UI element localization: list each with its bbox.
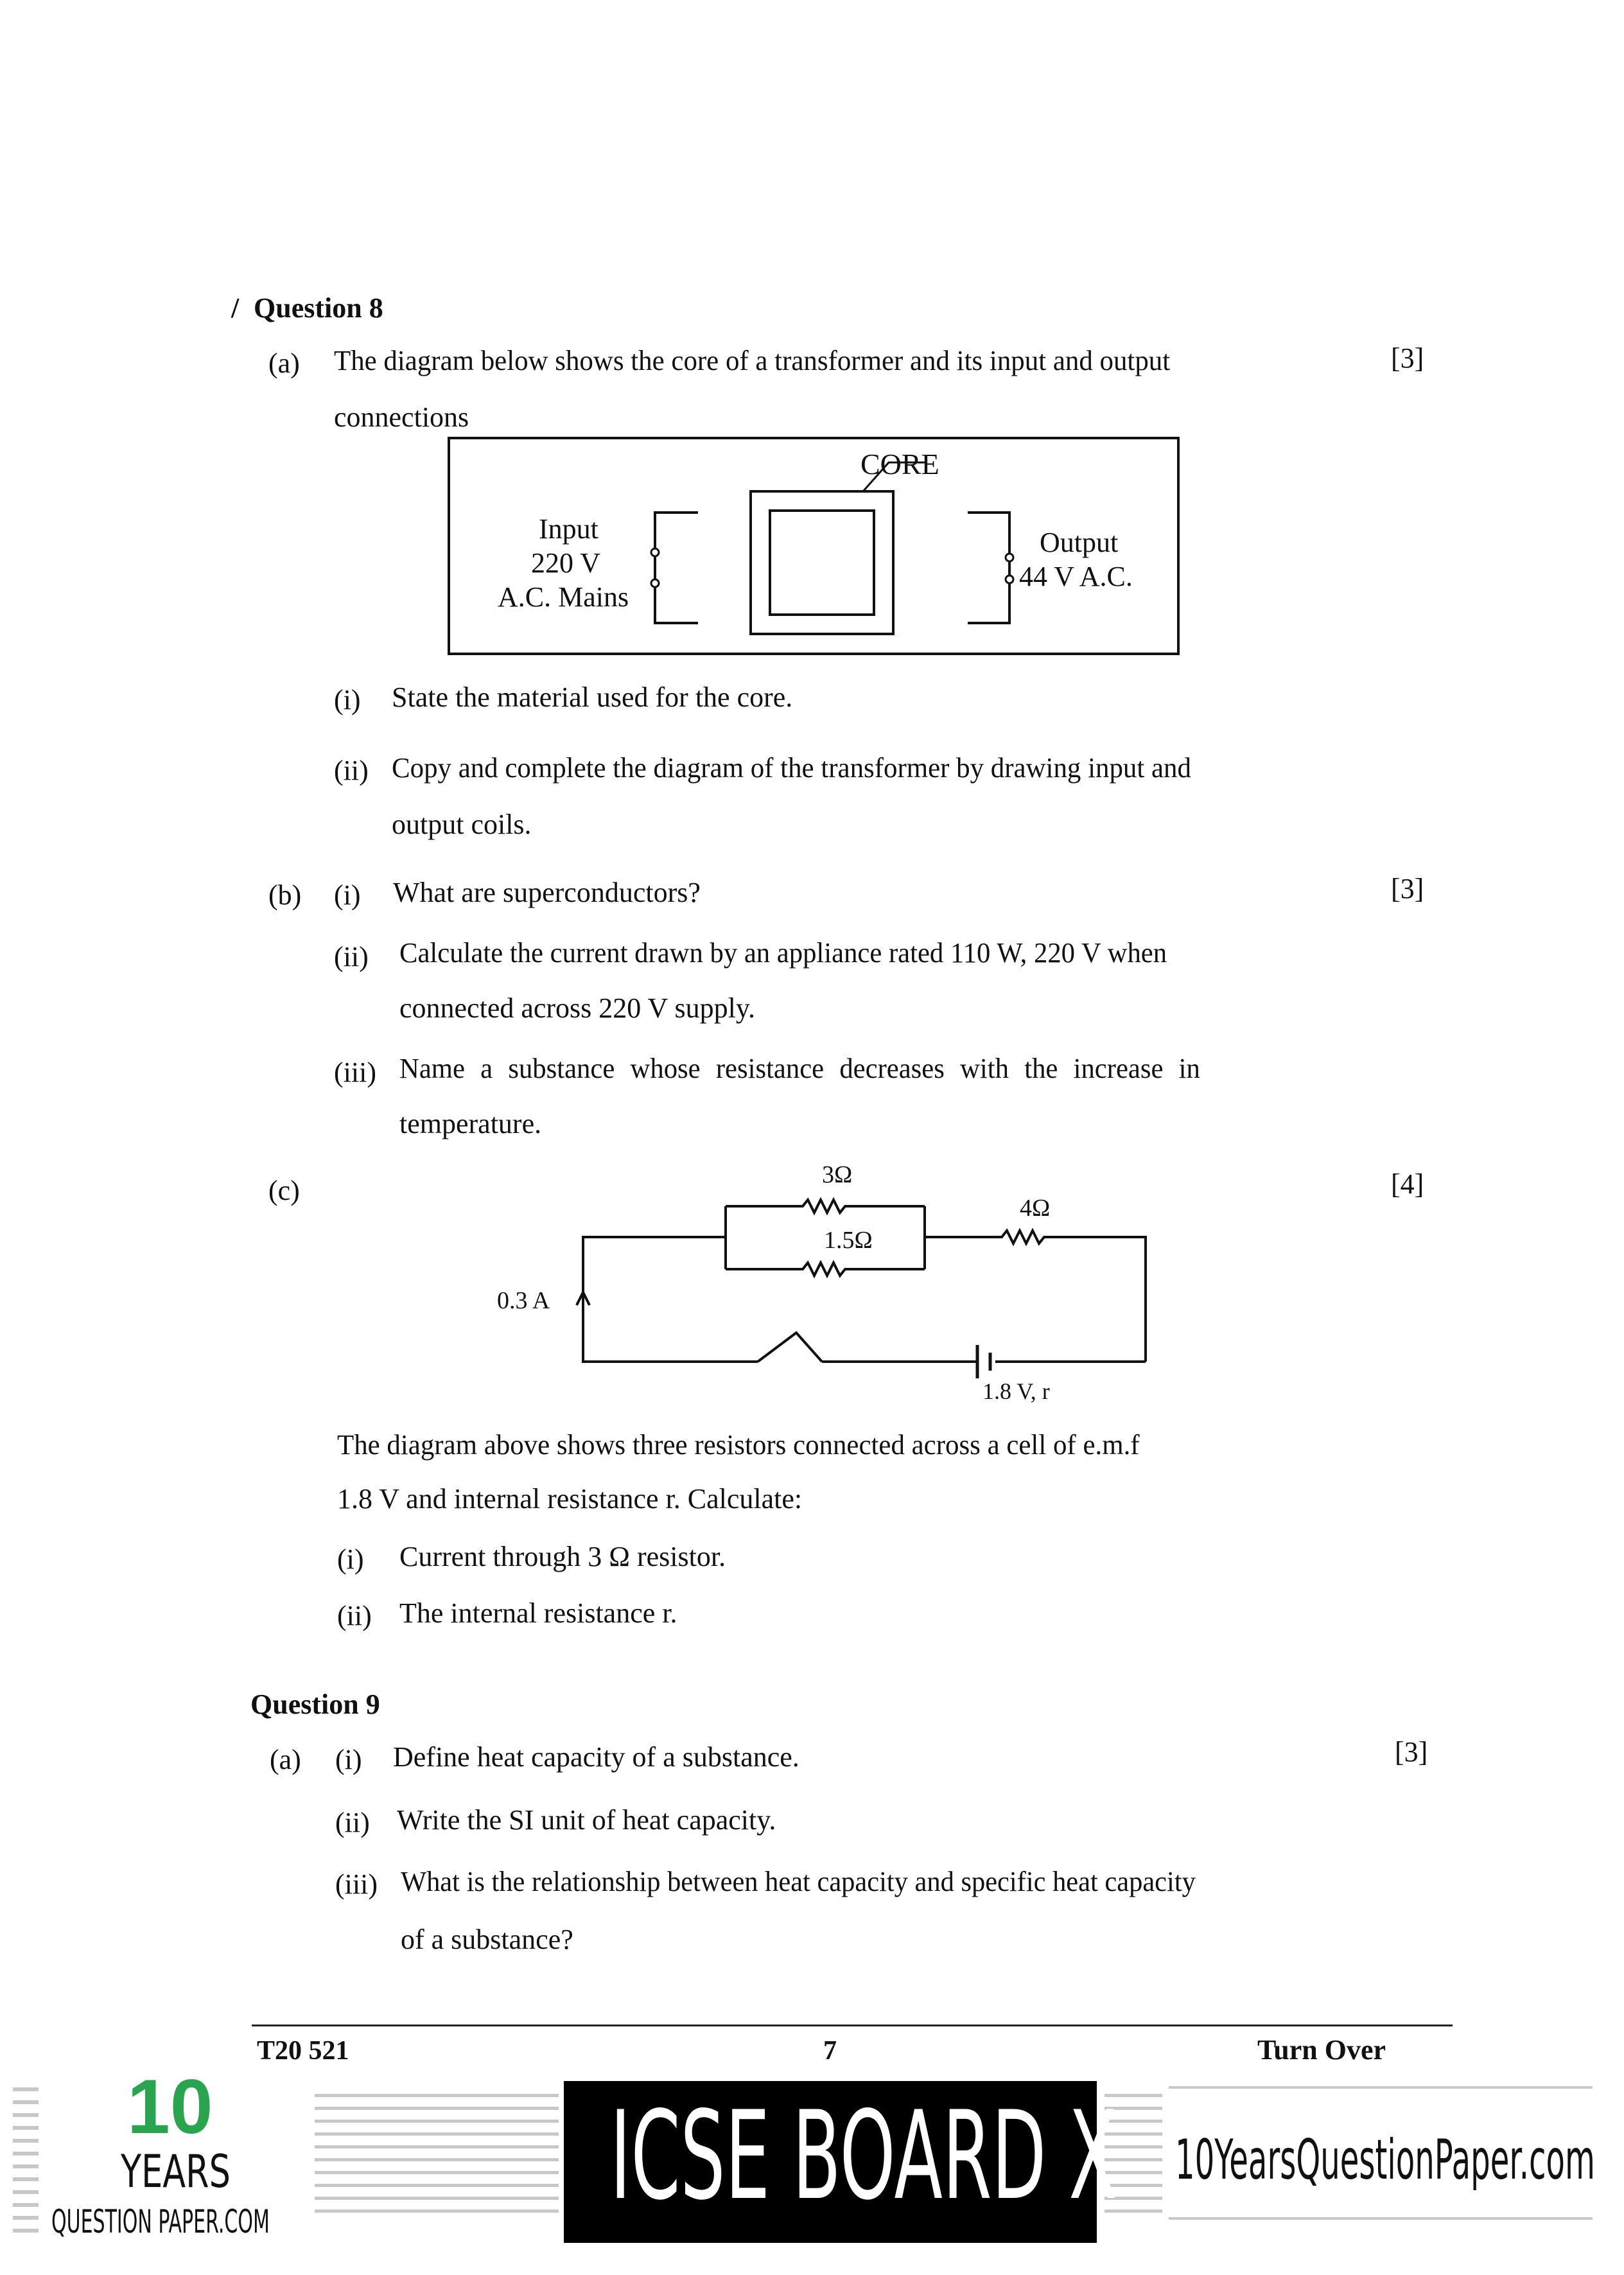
q9a-i-label: (i) <box>335 1744 362 1775</box>
turn-over: Turn Over <box>1257 2034 1386 2066</box>
q8b-i-text: What are superconductors? <box>393 877 701 908</box>
q8a-marks: [3] <box>1391 342 1424 374</box>
board-title: ICSE BOARD X <box>610 2085 1117 2227</box>
transformer-diagram: CORE Input 220 V A.C. Mains Output 44 V … <box>448 437 1180 655</box>
q8b-ii-label: (ii) <box>334 941 369 972</box>
q8a-text-line2: connections <box>334 401 469 433</box>
input-label: Input <box>539 513 598 545</box>
input-mains-label: A.C. Mains <box>498 581 629 613</box>
q8b-ii-line2: connected across 220 V supply. <box>399 992 755 1024</box>
q8c-text-line2: 1.8 V and internal resistance r. Calcula… <box>337 1483 803 1515</box>
q9a-iii-label: (iii) <box>335 1868 378 1900</box>
q8a-label: (a) <box>268 347 300 379</box>
q8a-i-label: (i) <box>334 684 361 716</box>
q8b-iii-line1: Name a substance whose resistance decrea… <box>399 1053 1200 1084</box>
board-banner: ICSE BOARD X <box>564 2081 1117 2243</box>
q8a-ii-line1: Copy and complete the diagram of the tra… <box>392 752 1191 784</box>
q8c-ii-text: The internal resistance r. <box>399 1597 677 1629</box>
circuit-drawing <box>575 1197 1147 1378</box>
q9a-i-text: Define heat capacity of a substance. <box>393 1741 799 1773</box>
footer-code: T20 521 <box>257 2036 349 2066</box>
current-label: 0.3 A <box>497 1287 550 1314</box>
banner: 10 YEARS QUESTION PAPER.COM ICSE BOARD X… <box>0 2068 1624 2275</box>
tick-mark: / <box>231 292 240 324</box>
q9a-iii-line2: of a substance? <box>401 1924 573 1955</box>
q9a-iii-line1: What is the relationship between heat ca… <box>401 1866 1196 1897</box>
logo-number: 10 <box>127 2064 213 2150</box>
q9a-marks: [3] <box>1395 1736 1428 1768</box>
logo-years: YEARS <box>121 2145 231 2198</box>
resistor-3-ohm-label: 3Ω <box>822 1161 853 1188</box>
q8c-ii-label: (ii) <box>337 1600 372 1631</box>
q8b-label: (b) <box>268 879 302 911</box>
input-voltage-label: 220 V <box>531 547 600 579</box>
q9a-ii-label: (ii) <box>335 1807 370 1838</box>
circuit-diagram: 3Ω 1.5Ω 4Ω 0.3 A 1.8 V, r <box>488 1156 1169 1413</box>
q8c-text-line1: The diagram above shows three resistors … <box>337 1429 1140 1461</box>
q8a-text-line1: The diagram below shows the core of a tr… <box>334 345 1171 376</box>
q8a-ii-label: (ii) <box>334 755 369 786</box>
output-voltage-label: 44 V A.C. <box>1019 561 1133 592</box>
cell-label: 1.8 V, r <box>982 1378 1050 1404</box>
footer-rule <box>252 2025 1453 2026</box>
question-8-title: Question 8 <box>254 292 383 324</box>
core-label: CORE <box>860 448 939 480</box>
q8a-ii-line2: output coils. <box>392 809 532 840</box>
q8b-i-label: (i) <box>334 879 361 911</box>
q8c-marks: [4] <box>1391 1168 1424 1200</box>
q8a-i-text: State the material used for the core. <box>392 681 793 713</box>
q8c-i-text: Current through 3 Ω resistor. <box>399 1541 726 1572</box>
logo-site: QUESTION PAPER.COM <box>51 2203 270 2240</box>
q8b-iii-line2: temperature. <box>399 1108 542 1139</box>
resistor-1-5-ohm-label: 1.5Ω <box>824 1227 873 1254</box>
q8c-label: (c) <box>268 1175 300 1206</box>
q9a-label: (a) <box>270 1744 301 1775</box>
banner-stripes <box>13 2086 1593 2233</box>
q8b-ii-line1: Calculate the current drawn by an applia… <box>399 937 1167 969</box>
page-number: 7 <box>823 2036 837 2066</box>
q8b-marks: [3] <box>1391 873 1424 904</box>
transformer-drawing <box>448 437 1180 655</box>
resistor-4-ohm-label: 4Ω <box>1020 1195 1051 1222</box>
output-label: Output <box>1040 527 1119 558</box>
q8b-iii-label: (iii) <box>334 1057 376 1088</box>
question-9-title: Question 9 <box>250 1689 380 1720</box>
q8c-i-label: (i) <box>337 1543 364 1575</box>
q9a-ii-text: Write the SI unit of heat capacity. <box>397 1804 776 1836</box>
website-label: 10YearsQuestionPaper.com <box>1175 2128 1595 2192</box>
